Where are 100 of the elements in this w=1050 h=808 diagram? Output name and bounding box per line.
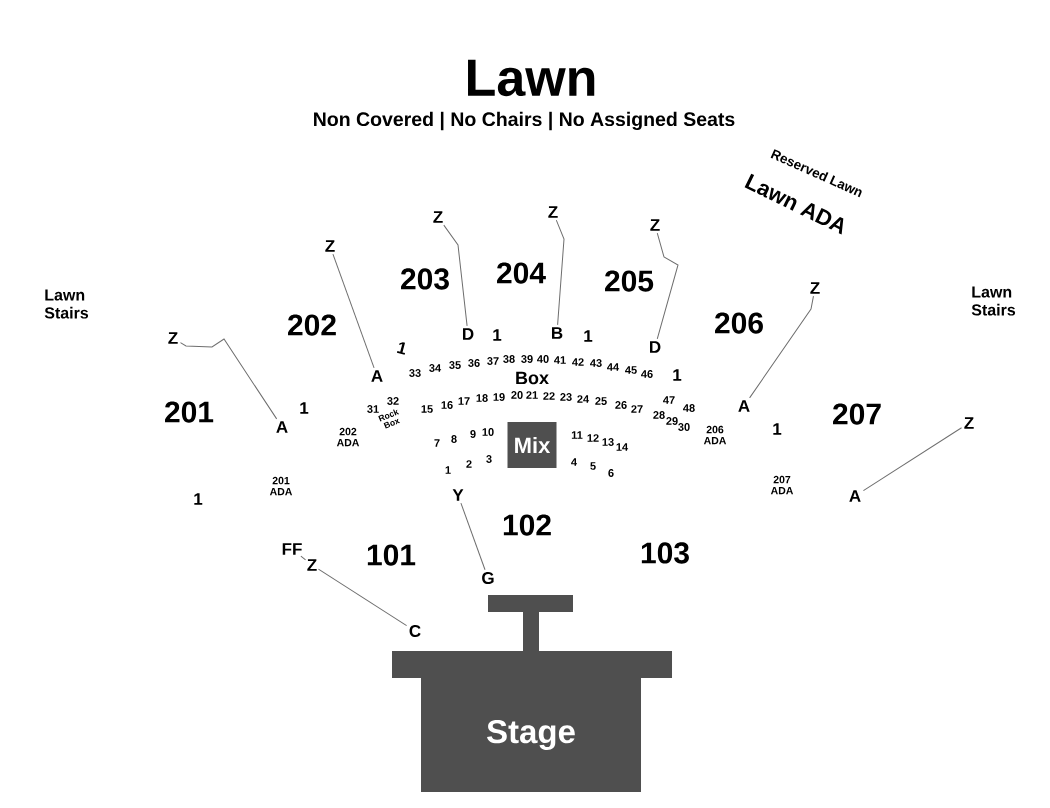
seat-number: 25 xyxy=(595,397,607,405)
seat-number: 4 xyxy=(571,458,577,466)
ada-label: 206 ADA xyxy=(703,425,727,445)
row-letter: Z xyxy=(810,282,820,294)
seat-number: 19 xyxy=(493,393,505,401)
row-label: 1 xyxy=(673,369,682,381)
row-letter: A xyxy=(738,400,750,412)
section-number: 205 xyxy=(605,270,654,292)
row-label: 1 xyxy=(773,423,782,435)
seat-number: 20 xyxy=(511,391,523,399)
seat-number: 43 xyxy=(590,359,602,367)
row-label: 1 xyxy=(493,329,502,341)
row-letter: FF xyxy=(282,543,302,555)
row-letter: G xyxy=(482,572,494,585)
area-label: Lawn Stairs xyxy=(44,289,89,319)
row-label: 1 xyxy=(584,330,593,342)
row-letter: D xyxy=(463,328,474,340)
row-letter: Z xyxy=(168,332,178,344)
seat-number: 40 xyxy=(537,355,549,363)
seat-number: 10 xyxy=(482,428,494,436)
ada-label: 207 ADA xyxy=(770,475,794,495)
row-label: 1 xyxy=(300,402,309,414)
seat-number: 37 xyxy=(487,357,499,365)
leader-line xyxy=(300,555,307,561)
row-letter: Z xyxy=(325,240,335,252)
ada-label: 202 ADA xyxy=(336,427,360,447)
area-label: Rock Box xyxy=(378,409,401,429)
mix-box: Mix xyxy=(507,422,557,468)
row-letter: A xyxy=(371,370,383,382)
leader-line xyxy=(460,502,486,571)
row-letter: C xyxy=(409,625,421,638)
section-number: 204 xyxy=(497,262,546,284)
leader-line xyxy=(749,295,814,399)
row-letter: A xyxy=(276,421,288,433)
seat-number: 18 xyxy=(476,394,488,402)
row-letter: Z xyxy=(307,559,317,571)
seat-number: 7 xyxy=(434,439,440,447)
row-letter: A xyxy=(849,490,861,502)
row-letter: Z xyxy=(964,417,974,429)
seat-number: 34 xyxy=(429,364,442,372)
ada-label: 201 ADA xyxy=(269,476,293,496)
seat-number: 44 xyxy=(607,363,620,371)
seat-number: 5 xyxy=(590,462,596,470)
section-number: 101 xyxy=(367,544,416,566)
seat-number: 8 xyxy=(451,435,457,443)
seat-number: 46 xyxy=(641,370,653,378)
stage-block: Stage xyxy=(421,678,641,792)
section-number: 201 xyxy=(165,401,214,423)
seat-number: 22 xyxy=(543,392,555,400)
seat-number: 35 xyxy=(449,361,461,369)
leader-line xyxy=(179,338,278,420)
seat-number: 48 xyxy=(683,404,695,412)
seat-number: 14 xyxy=(616,443,629,451)
seat-number: 36 xyxy=(468,359,480,367)
row-label: 1 xyxy=(194,493,203,505)
area-label: Box xyxy=(516,371,549,385)
row-letter: Y xyxy=(452,489,464,501)
row-letter: Z xyxy=(548,206,558,218)
row-letter: Z xyxy=(650,219,660,231)
seat-number: 3 xyxy=(486,455,492,463)
seat-number: 39 xyxy=(521,355,533,363)
seat-number: 11 xyxy=(571,431,583,439)
seat-number: 38 xyxy=(503,355,515,363)
seat-number: 30 xyxy=(678,423,690,431)
seat-number: 1 xyxy=(445,466,451,474)
section-number: 207 xyxy=(833,403,881,425)
row-letter: Z xyxy=(433,211,443,223)
seat-number: 17 xyxy=(458,397,470,405)
leader-line xyxy=(443,224,468,327)
section-number: 202 xyxy=(288,314,336,336)
leader-line xyxy=(332,253,375,369)
seat-number: 15 xyxy=(421,405,433,413)
section-number: 103 xyxy=(641,542,689,564)
node-label: Stage xyxy=(487,719,575,751)
leader-line xyxy=(555,219,565,326)
seat-number: 9 xyxy=(470,430,476,438)
section-number: 206 xyxy=(715,312,763,334)
seat-number: 32 xyxy=(387,397,399,405)
row-letter: D xyxy=(650,341,661,353)
seat-number: 27 xyxy=(631,405,643,413)
seat-number: 28 xyxy=(653,411,665,419)
seat-number: 24 xyxy=(577,395,590,403)
seat-number: 47 xyxy=(663,396,675,404)
leader-line xyxy=(862,427,963,492)
seat-number: 41 xyxy=(554,356,566,364)
seat-number: 45 xyxy=(625,366,637,374)
section-number: 203 xyxy=(401,268,449,290)
section-number: 102 xyxy=(503,514,551,536)
seat-number: 42 xyxy=(572,358,584,366)
seat-number: 13 xyxy=(602,438,614,446)
seat-number: 33 xyxy=(409,369,421,377)
leader-line xyxy=(317,568,408,627)
seat-number: 23 xyxy=(560,393,572,401)
row-letter: B xyxy=(552,327,563,339)
seat-number: 16 xyxy=(441,401,453,409)
seat-number: 6 xyxy=(608,469,614,477)
seat-number: 29 xyxy=(666,417,678,425)
seat-number: 26 xyxy=(615,401,627,409)
seat-number: 31 xyxy=(367,405,379,413)
seat-number: 2 xyxy=(466,460,472,468)
